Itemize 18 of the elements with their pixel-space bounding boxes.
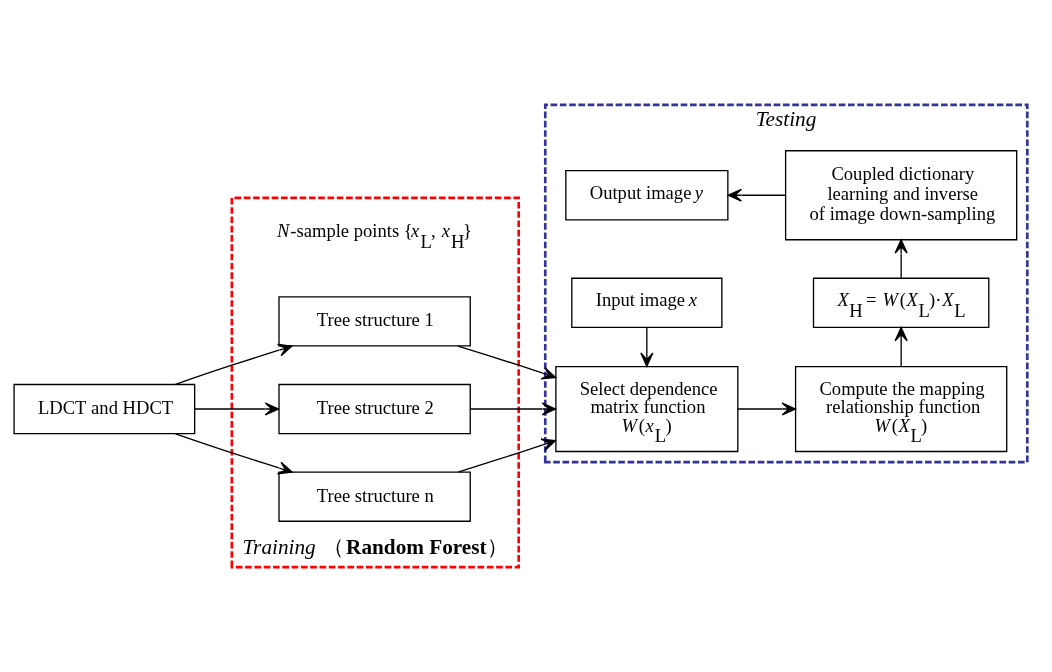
node-box: LDCT and HDCT [13, 383, 196, 435]
node-box: Input image x [571, 277, 723, 329]
arrow [469, 402, 557, 416]
arrow [174, 343, 293, 385]
node-box: Output image y [565, 170, 729, 221]
arrow [457, 345, 557, 380]
node-box: Tree structure 1 [278, 296, 471, 347]
arrow [457, 438, 557, 473]
arrow [894, 239, 908, 279]
node-box: Tree structure n [278, 471, 471, 522]
arrow [727, 188, 787, 202]
arrow [174, 433, 293, 475]
arrow [737, 402, 797, 416]
node-box: Coupled dictionary learning and inverse of image down-sampling [784, 150, 1018, 241]
arrow [640, 326, 654, 367]
arrow [894, 326, 908, 367]
node-box: Tree structure 2 [278, 383, 471, 435]
arrow [194, 402, 280, 416]
